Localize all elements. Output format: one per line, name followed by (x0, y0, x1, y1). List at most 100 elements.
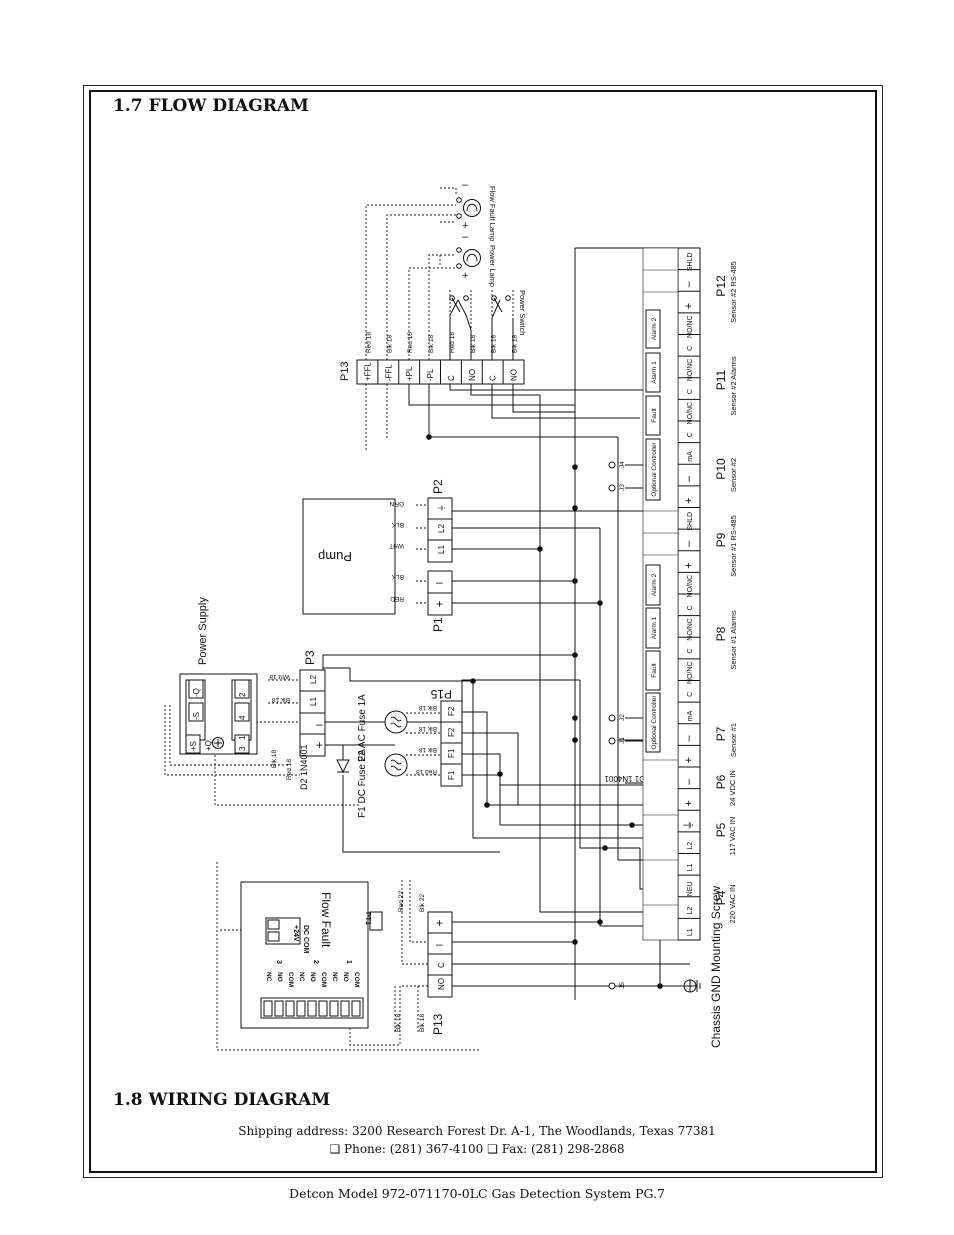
power-supply-terminal (234, 679, 250, 699)
power-supply-terminal-label: 3 (238, 746, 247, 751)
p3-wire-label: Red 18 (286, 759, 293, 780)
p1-pin-label: + (436, 597, 443, 611)
header-desc: Sensor #1 RS-485 (729, 515, 738, 577)
p15-pin-label: F2 (447, 706, 456, 716)
terminal-strip-pin-label: SHLD (687, 252, 694, 271)
terminal-strip-pin-label: mA (687, 451, 694, 462)
power-switch: Power Switch (449, 290, 527, 335)
terminal-strip-pin-label: + (683, 303, 695, 309)
terminal-strip-pin-label: – (683, 735, 695, 742)
p2-label: P2 (431, 479, 445, 494)
p3-pin-label: – (316, 717, 323, 731)
p2-pin-label: L2 (437, 524, 446, 533)
module-box (645, 564, 661, 606)
p13-top-pin-label: +FFL (363, 362, 372, 381)
terminal-strip-pin-label: – (683, 540, 695, 547)
power-lamp: – + Power Lamp (456, 231, 497, 287)
module-box (645, 438, 661, 501)
p13-top-pin-label: -FFL (384, 364, 393, 381)
header-desc: 24 VDC IN (728, 770, 737, 806)
header-name: P9 (714, 532, 728, 547)
terminal-strip-pin-label: L1 (687, 863, 694, 871)
relay-group-number: 3 (275, 960, 282, 964)
header-name: P6 (714, 774, 728, 789)
page-outer-border (83, 85, 883, 1178)
p2-wire-label: WHT (389, 542, 404, 549)
power-supply-terminal-label: 2 (238, 692, 247, 697)
power-supply-terminal-label: 1 (238, 735, 247, 740)
p15-wire-label: Red 18 (416, 768, 437, 775)
jumper-label: J2 (619, 714, 626, 721)
jumper-label: J3 (619, 484, 626, 491)
p15-wire-label: Blk 18 (419, 725, 437, 732)
header-name: P5 (714, 822, 728, 837)
p13-top-pin-label: -PL (426, 368, 435, 381)
power-lamp-label: Power Lamp (488, 245, 497, 287)
relay-terminal (307, 1000, 317, 1017)
power-supply-terminal-label: +S (189, 741, 198, 751)
jumper-label: J1 (619, 737, 626, 744)
header-desc: Sensor #2 (729, 458, 738, 492)
p13-top-pin-label: +PL (405, 366, 414, 381)
relay-terminal (296, 1000, 306, 1017)
p1-wire-label: RED (390, 595, 404, 602)
p3-pin-label: L2 (309, 675, 318, 684)
fuse-dc-label: F1 DC Fuse 2A (357, 749, 368, 818)
terminal-strip-pin-label: L1 (687, 928, 694, 936)
module-label: Optional Controller (651, 442, 658, 497)
d2-label: D2 1N4001 (299, 744, 309, 790)
module-box (645, 352, 661, 393)
relay-col-label: NC (298, 972, 305, 982)
jumper-pin (608, 461, 616, 469)
terminal-strip-pin-label: NO/NC (687, 575, 694, 598)
terminal-strip-pin-label: C (687, 389, 694, 394)
p13-bottom-pin-label: – (436, 937, 443, 951)
module-label: Alarm 2 (651, 317, 658, 340)
module-box (645, 395, 661, 436)
relay-col-label: NO (276, 972, 283, 982)
header-name: P4 (714, 890, 728, 905)
p13-top-label: P13 (339, 361, 351, 381)
relay-col-label: COM (287, 972, 294, 987)
p13-top-wire-label: Red 18 (365, 332, 372, 353)
module-label: Alarm 1 (651, 616, 658, 639)
page-inner-border (89, 90, 877, 1173)
terminal-strip-pin-label: NO/NC (687, 315, 694, 338)
p3-wire-label: Blk 18 (272, 696, 290, 703)
header-name: P12 (714, 275, 728, 297)
jumper-label: J4 (619, 461, 626, 468)
p15-pin-label: F2 (447, 727, 456, 737)
svg-text:+: + (462, 270, 468, 282)
power-supply-terminal-label: -Q (192, 688, 201, 697)
contact-phone-fax: ❏ Phone: (281) 367-4100 ❏ Fax: (281) 298… (329, 1142, 625, 1156)
fuse-ac-label: F2 AC Fuse 1A (357, 694, 368, 762)
flow-diagram-title: 1.7 FLOW DIAGRAM (113, 96, 309, 116)
p3-wire-label: Blk 18 (271, 750, 278, 768)
p13-top-wire-label: Blk 18 (470, 335, 477, 353)
terminal-strip-pin-label: C (687, 432, 694, 437)
p13-bottom-wire-label: Blk 18 (419, 1014, 426, 1032)
jumper-label: J5 (619, 982, 626, 989)
wiring-diagram-title: 1.8 WIRING DIAGRAM (113, 1090, 331, 1110)
p2-wire-label: GRN (389, 500, 404, 507)
terminal-strip-pin-label: + (683, 757, 695, 763)
relay-col-label: COM (320, 972, 327, 987)
header-name: P10 (714, 458, 728, 480)
p13-top-pin-label: C (489, 375, 498, 381)
terminal-strip-pin-label: NEU (687, 882, 694, 897)
terminal-strip-pin-label: L2 (687, 907, 694, 915)
jumper-pin (608, 982, 616, 990)
relay-col-label: NO (342, 972, 349, 982)
chassis-ground: Chassis GND Mounting Screw (683, 886, 723, 1048)
flow-fault-lamp: – + Flow Fault Lamp (456, 179, 497, 241)
p13-bottom-wire-label: Red 22 (398, 891, 405, 912)
header-desc: Sensor #2 Alarms (729, 356, 738, 415)
power-supply-terminal (188, 702, 204, 722)
header-desc: 220 VAC IN (728, 884, 737, 923)
p1-pin-label: – (436, 575, 443, 589)
power-supply-terminal-label: +Q (204, 740, 213, 751)
p13-bottom-wire-label: Blk 18 (395, 1014, 402, 1032)
